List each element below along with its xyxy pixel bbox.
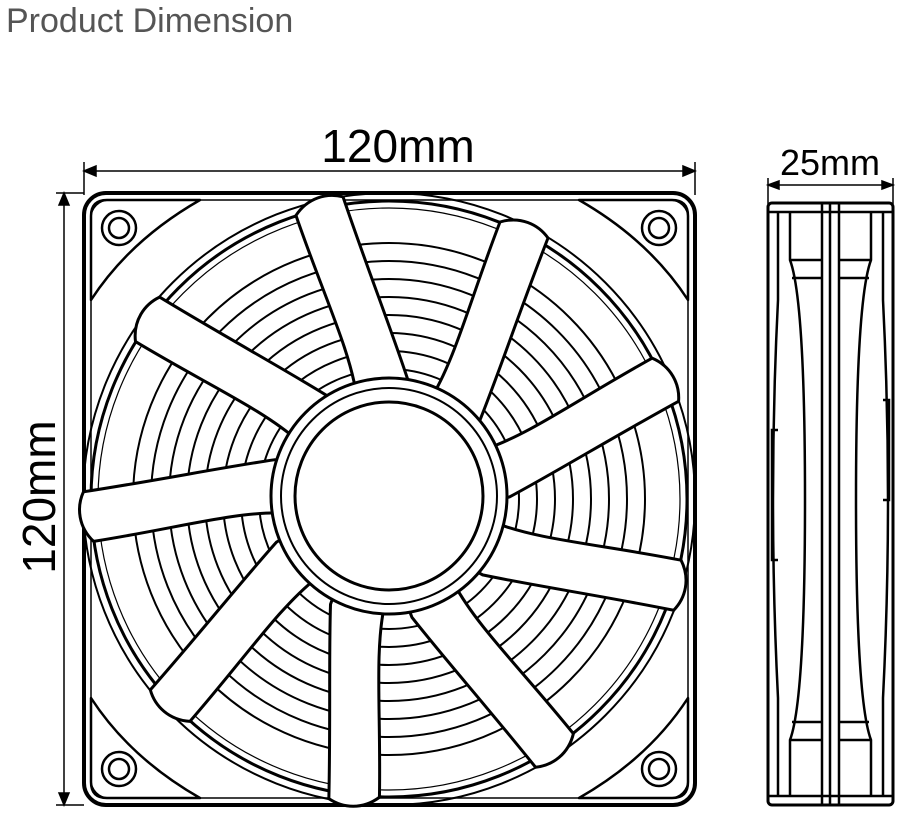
corner-plate-bottom-left bbox=[89, 696, 202, 800]
fan-blades bbox=[78, 193, 688, 808]
height-label: 120mm bbox=[13, 420, 65, 573]
page-title: Product Dimension bbox=[6, 2, 294, 40]
mounting-hole-icon bbox=[100, 209, 678, 788]
depth-label: 25mm bbox=[780, 142, 880, 183]
corner-plate-bottom-right bbox=[577, 696, 690, 800]
fan-hub bbox=[269, 376, 509, 616]
fan-front-view bbox=[78, 191, 697, 808]
depth-dimension bbox=[765, 178, 896, 204]
width-dimension bbox=[82, 162, 697, 195]
corner-plate-top-right bbox=[577, 198, 690, 302]
corner-plate-top-left bbox=[89, 198, 202, 302]
fan-side-view bbox=[766, 201, 895, 807]
height-dimension bbox=[56, 191, 84, 807]
width-label: 120mm bbox=[321, 120, 474, 172]
